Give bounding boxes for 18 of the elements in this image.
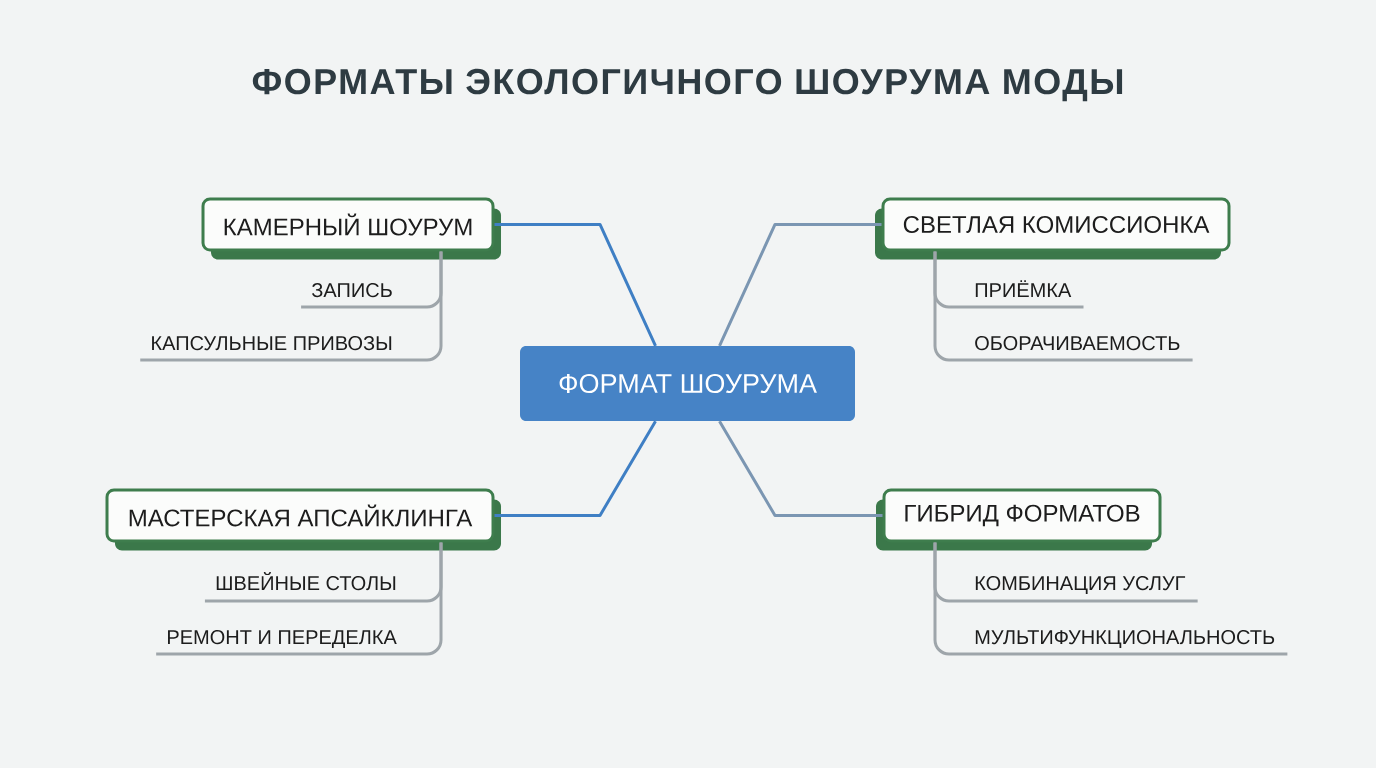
- underlined-label: РЕМОНТ И ПЕРЕДЕЛКА: [156, 630, 425, 656]
- subtopic-box: МАСТЕРСКАЯ АПСАЙКЛИНГА: [105, 488, 501, 551]
- underlined-label: ЗАПИСЬ: [301, 283, 425, 309]
- connector-line: [718, 223, 882, 347]
- connector-line: [494, 420, 657, 517]
- subtopic-box: СВЕТЛАЯ КОМИССИОНКА: [875, 197, 1231, 260]
- title: ФОРМАТЫ ЭКОЛОГИЧНОГО ШОУРУМА МОДЫ: [252, 68, 1123, 102]
- connector-line: [718, 420, 883, 517]
- underlined-label: КОМБИНАЦИЯ УСЛУГ: [951, 576, 1198, 603]
- topic-box: ФОРМАТ ШОУРУМА: [520, 346, 855, 421]
- underlined-label: ШВЕЙНЫЕ СТОЛЫ: [204, 571, 425, 603]
- underlined-label: МУЛЬТИФУНКЦИОНАЛЬНОСТЬ: [951, 630, 1288, 656]
- subtopic-box: ГИБРИД ФОРМАТОВ: [876, 488, 1162, 551]
- subtopic-box: КАМЕРНЫЙ ШОУРУМ: [201, 197, 501, 260]
- connector-line: [494, 223, 657, 347]
- underlined-label: ПРИЁМКА: [951, 280, 1084, 309]
- underlined-label: ОБОРАЧИВАЕМОСТЬ: [951, 336, 1193, 362]
- underlined-label: КАПСУЛЬНЫЕ ПРИВОЗЫ: [140, 336, 425, 362]
